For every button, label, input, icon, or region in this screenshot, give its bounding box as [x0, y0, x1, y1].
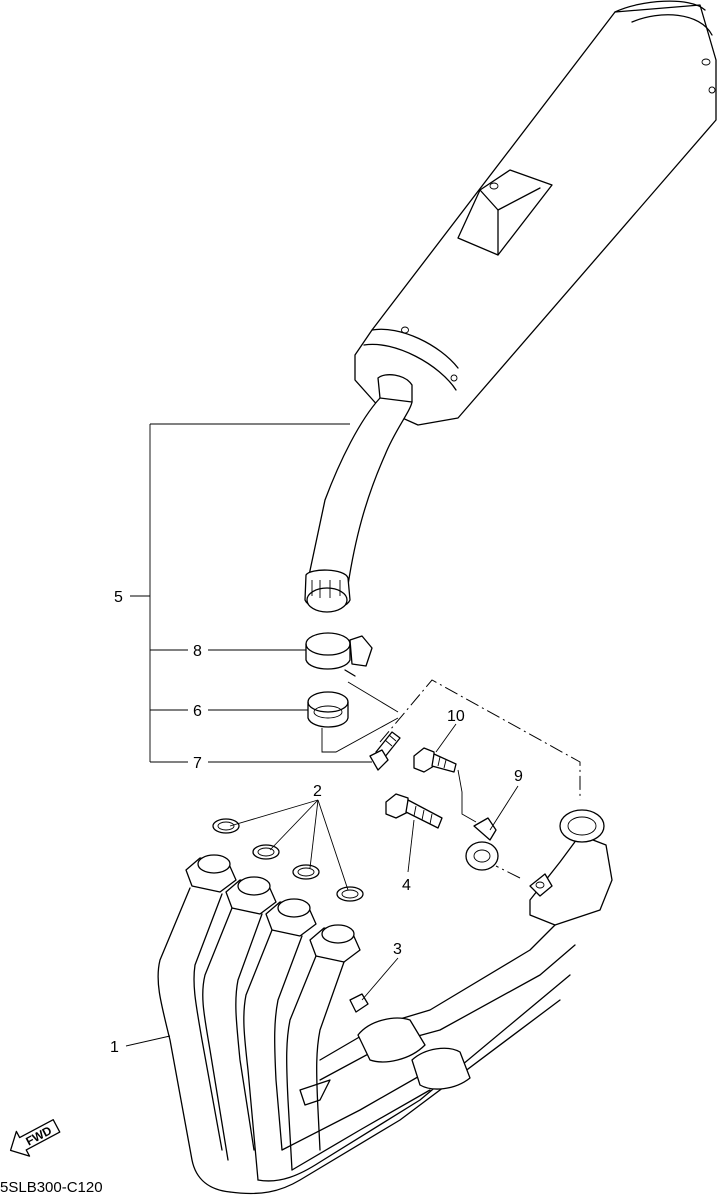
callout-1: 1	[110, 1039, 119, 1056]
leader-lines	[125, 423, 581, 1047]
damper-bracket	[465, 817, 499, 871]
bolt-10	[413, 747, 457, 773]
callout-10: 10	[447, 708, 465, 725]
callout-7: 7	[193, 755, 202, 772]
bolt-4	[385, 793, 443, 829]
forward-arrow-icon: FWD	[9, 1119, 61, 1157]
link-pipe	[304, 397, 413, 613]
clamp	[305, 632, 373, 677]
figure-code: 5SLB300-C120	[0, 1179, 103, 1196]
callout-4: 4	[402, 877, 411, 894]
bolt-7	[369, 731, 401, 771]
port-gaskets	[212, 818, 364, 902]
callout-5: 5	[114, 589, 123, 606]
gasket-ring	[307, 691, 349, 728]
muffler	[354, 0, 717, 426]
exhaust-header	[157, 809, 613, 1195]
callout-8: 8	[193, 643, 202, 660]
callout-2: 2	[313, 783, 322, 800]
callout-9: 9	[514, 768, 523, 785]
callout-6: 6	[193, 703, 202, 720]
callout-3: 3	[393, 941, 402, 958]
